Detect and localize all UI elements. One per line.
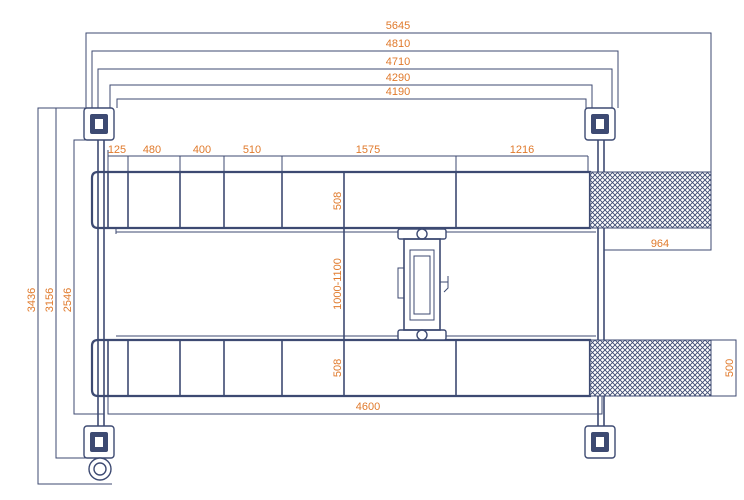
segment-dimension-line xyxy=(107,150,589,172)
power-unit xyxy=(88,457,112,481)
runway-top xyxy=(90,170,596,234)
dim-4810: 4810 xyxy=(386,38,410,50)
dim-4290: 4290 xyxy=(386,72,410,84)
center-jack xyxy=(397,228,449,341)
dim-seg-480: 480 xyxy=(143,144,161,156)
dim-overall-width: 5645 xyxy=(386,20,410,32)
post-bottom-left xyxy=(83,425,115,459)
dim-ramp-length: 964 xyxy=(651,238,669,250)
dim-seg-510: 510 xyxy=(243,144,261,156)
post-top-left xyxy=(83,107,115,141)
ramp-bottom xyxy=(589,339,712,397)
post-top-right xyxy=(584,107,616,141)
dim-seg-400: 400 xyxy=(193,144,211,156)
dim-ramp-width: 500 xyxy=(724,359,736,377)
dim-runway-length: 4600 xyxy=(356,401,380,413)
dim-runway-gap: 1000-1100 xyxy=(332,258,344,310)
dim-height-2546: 2546 xyxy=(62,288,74,312)
dim-runway-width-top: 508 xyxy=(332,192,344,210)
dim-seg-1216: 1216 xyxy=(510,144,534,156)
ramp-top xyxy=(589,171,712,229)
ramp-width-dimension xyxy=(711,339,737,397)
dim-runway-width-bottom: 508 xyxy=(332,359,344,377)
dim-height-3436: 3436 xyxy=(26,288,38,312)
dim-4710: 4710 xyxy=(386,56,410,68)
top-dimension-lines xyxy=(85,32,712,172)
runway-bottom xyxy=(90,335,596,398)
post-bottom-right xyxy=(584,425,616,459)
dim-height-3156: 3156 xyxy=(44,288,56,312)
post-connection-lines xyxy=(97,140,605,426)
dim-seg-125: 125 xyxy=(108,144,126,156)
dim-seg-1575: 1575 xyxy=(356,144,380,156)
ramp-length-dimension xyxy=(604,228,712,251)
dim-4190: 4190 xyxy=(386,86,410,98)
runway-length-dimension xyxy=(107,396,603,415)
